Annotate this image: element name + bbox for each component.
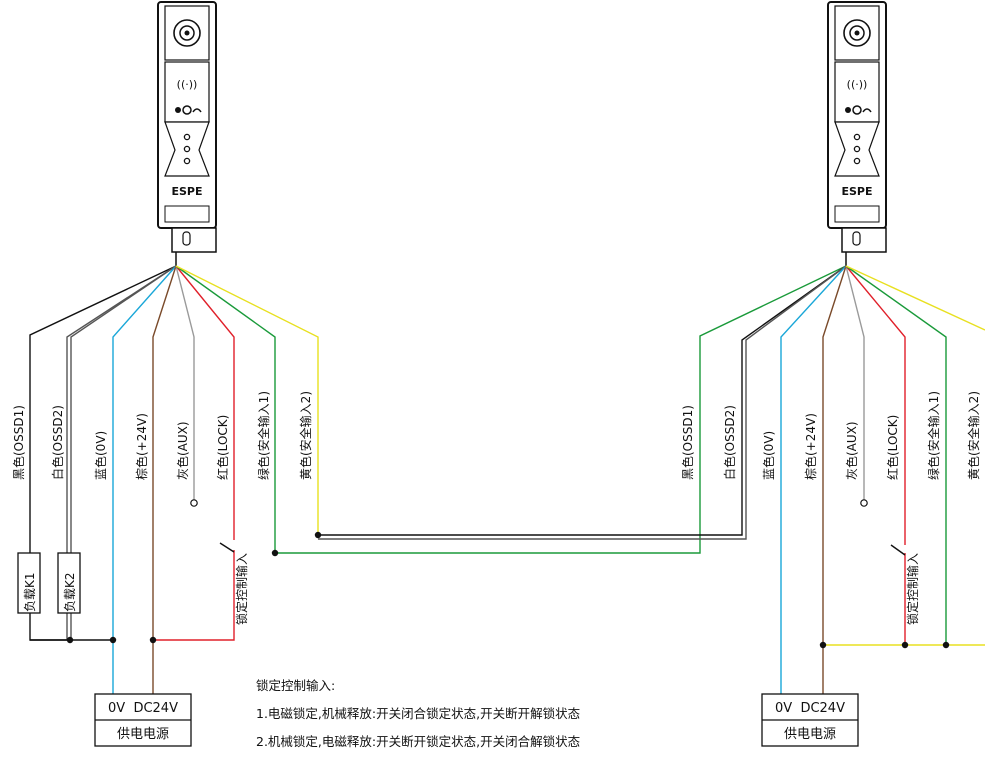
svg-text:灰色(AUX): 灰色(AUX) — [845, 421, 859, 480]
svg-text:绿色(安全输入1): 绿色(安全输入1) — [926, 391, 941, 480]
led-indicator — [183, 133, 191, 141]
power-voltage-label: 0V DC24V — [775, 701, 845, 716]
left-espe-device: ((·)) ESPE — [157, 1, 217, 266]
cross-link-ossd — [318, 265, 847, 540]
led-indicator — [853, 145, 861, 153]
svg-text:蓝色(0V): 蓝色(0V) — [94, 431, 108, 480]
notes-title: 锁定控制输入: — [256, 678, 335, 693]
aux-terminal — [190, 499, 198, 507]
right-espe-device: ((·)) ESPE — [827, 1, 887, 266]
svg-text:负载K2: 负载K2 — [63, 572, 77, 612]
led-indicator — [183, 157, 191, 165]
svg-text:蓝色(0V): 蓝色(0V) — [762, 431, 776, 480]
right-wires — [780, 265, 985, 705]
svg-text:白色(OSSD2): 白色(OSSD2) — [50, 405, 65, 480]
right-wire-labels: 黑色(OSSD1) 白色(OSSD2) 蓝色(0V) 棕色(+24V) 灰色(A… — [681, 391, 981, 625]
lock-control-notes: 锁定控制输入: 1.电磁锁定,机械释放:开关闭合锁定状态,开关断开解锁状态 2.… — [256, 678, 580, 749]
power-supply-name: 供电电源 — [117, 727, 169, 742]
aux-terminal — [860, 499, 868, 507]
left-lock-switch — [219, 542, 235, 553]
svg-text:棕色(+24V): 棕色(+24V) — [134, 413, 149, 480]
svg-text:灰色(AUX): 灰色(AUX) — [176, 421, 190, 480]
load-k2: 负载K2 — [57, 552, 81, 614]
svg-text:黑色(OSSD1): 黑色(OSSD1) — [12, 405, 26, 480]
left-wires — [29, 265, 847, 705]
right-junctions — [819, 641, 950, 649]
device-label: ESPE — [171, 185, 202, 198]
left-power-supply: 0V DC24V 供电电源 — [94, 693, 192, 747]
right-lock-switch — [890, 544, 906, 556]
lock-icon — [845, 105, 872, 115]
device-label: ESPE — [841, 185, 872, 198]
left-wire-labels: 黑色(OSSD1) 白色(OSSD2) 蓝色(0V) 棕色(+24V) 灰色(A… — [12, 391, 313, 625]
rfid-icon: ((·)) — [847, 78, 868, 91]
led-indicator — [183, 145, 191, 153]
led-indicator — [853, 133, 861, 141]
notes-line-1: 1.电磁锁定,机械释放:开关闭合锁定状态,开关断开解锁状态 — [256, 706, 580, 721]
svg-text:锁定控制输入: 锁定控制输入 — [234, 553, 249, 625]
svg-text:绿色(安全输入1): 绿色(安全输入1) — [256, 391, 271, 480]
power-supply-name: 供电电源 — [784, 727, 836, 742]
rfid-icon: ((·)) — [177, 78, 198, 91]
svg-text:红色(LOCK): 红色(LOCK) — [885, 415, 900, 480]
svg-text:棕色(+24V): 棕色(+24V) — [803, 413, 818, 480]
load-k1: 负载K1 — [17, 552, 41, 614]
svg-text:锁定控制输入: 锁定控制输入 — [905, 553, 920, 625]
notes-line-2: 2.机械锁定,电磁释放:开关断开锁定状态,开关闭合解锁状态 — [256, 734, 580, 749]
right-power-supply: 0V DC24V 供电电源 — [761, 693, 859, 747]
power-voltage-label: 0V DC24V — [108, 701, 178, 716]
lock-icon — [175, 105, 202, 115]
svg-text:白色(OSSD2): 白色(OSSD2) — [722, 405, 737, 480]
svg-text:负载K1: 负载K1 — [23, 572, 37, 612]
svg-text:红色(LOCK): 红色(LOCK) — [215, 415, 230, 480]
led-indicator — [853, 157, 861, 165]
svg-text:黑色(OSSD1): 黑色(OSSD1) — [681, 405, 695, 480]
svg-text:黄色(安全输入2): 黄色(安全输入2) — [298, 391, 313, 480]
left-junctions — [66, 531, 322, 644]
svg-text:黄色(安全输入2): 黄色(安全输入2) — [966, 391, 981, 480]
